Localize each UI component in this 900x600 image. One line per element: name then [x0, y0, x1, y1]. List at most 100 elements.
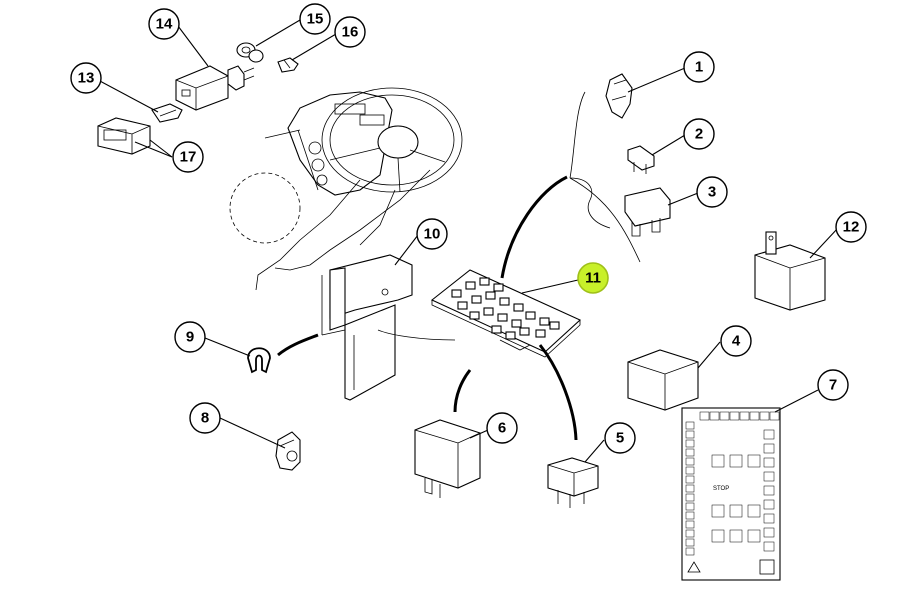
callout-8: 8 — [189, 402, 221, 434]
card-symbol-cell — [729, 504, 743, 518]
dashboard-assembly — [229, 87, 463, 291]
board-relay — [493, 283, 504, 292]
board-relay — [465, 281, 476, 290]
card-grid-cell — [685, 439, 695, 448]
card-grid-cell — [763, 541, 775, 552]
board-relay — [469, 311, 480, 320]
callout-2-label: 2 — [695, 126, 703, 143]
board-relay — [497, 313, 508, 322]
board-relay — [471, 295, 482, 304]
card-grid-cell — [763, 485, 775, 496]
switch-block-17-drawing — [97, 117, 151, 155]
callout-16: 16 — [334, 16, 366, 48]
callout-9: 9 — [174, 321, 206, 353]
callout-8-label: 8 — [201, 410, 209, 427]
clip-9-drawing — [247, 347, 271, 374]
card-grid-cell — [763, 457, 775, 468]
callout-6: 6 — [486, 412, 518, 444]
connector-lines — [277, 91, 641, 441]
maxi-fuse-drawing — [624, 187, 671, 237]
mini-fuse-drawing — [627, 145, 655, 174]
callout-13: 13 — [70, 62, 102, 94]
board-relay — [525, 311, 536, 320]
knob-15-drawing — [236, 42, 264, 63]
callout-3: 3 — [696, 176, 728, 208]
fuse-puller-drawing — [605, 73, 633, 119]
board-relay — [451, 289, 462, 298]
card-stop-text: STOP — [713, 486, 729, 492]
callout-15-label: 15 — [307, 11, 324, 28]
relay-5-drawing — [547, 457, 599, 508]
callout-10: 10 — [416, 218, 448, 250]
callout-7-label: 7 — [829, 377, 837, 394]
card-grid-cell — [749, 411, 760, 421]
leader-lines — [97, 19, 839, 463]
bracket-10-drawing — [321, 254, 413, 401]
board-relay — [457, 301, 468, 310]
callout-5-label: 5 — [616, 430, 624, 447]
callout-13-label: 13 — [78, 70, 95, 87]
callout-14-label: 14 — [156, 16, 173, 33]
card-grid-cell — [685, 430, 695, 439]
card-symbol-cell — [711, 504, 725, 518]
callout-14: 14 — [148, 8, 180, 40]
card-grid-cell — [763, 527, 775, 538]
card-grid-cell — [759, 411, 770, 421]
card-symbol-cell — [711, 529, 725, 543]
callout-12-label: 12 — [843, 219, 860, 236]
board-relay — [549, 321, 560, 330]
card-grid-cell — [685, 538, 695, 547]
lighter-housing-14-drawing — [175, 65, 255, 111]
callout-6-label: 6 — [498, 420, 506, 437]
card-grid-cell — [685, 475, 695, 484]
board-relay — [539, 317, 550, 326]
callout-1: 1 — [683, 51, 715, 83]
fuse-label-card: STOP — [681, 407, 781, 581]
card-grid-cell — [685, 457, 695, 466]
connector-16-drawing — [277, 57, 299, 73]
card-symbol-cell — [747, 529, 761, 543]
card-grid-cell — [763, 429, 775, 440]
board-relay — [499, 297, 510, 306]
board-relay — [511, 319, 522, 328]
card-grid-cell — [719, 411, 730, 421]
card-grid-cell — [685, 547, 695, 556]
card-grid-cell — [685, 493, 695, 502]
callout-1-label: 1 — [695, 59, 703, 76]
card-grid-cell — [685, 520, 695, 529]
callout-12: 12 — [835, 211, 867, 243]
card-symbol-cell — [747, 504, 761, 518]
card-symbol-cell — [729, 454, 743, 468]
card-grid-cell — [763, 471, 775, 482]
board-relay — [513, 303, 524, 312]
board-relay — [479, 277, 490, 286]
card-grid-cell — [769, 411, 780, 421]
callout-15: 15 — [299, 3, 331, 35]
relay-12-drawing — [754, 231, 826, 311]
board-relay — [485, 291, 496, 300]
card-grid-cell — [685, 448, 695, 457]
callout-11: 11 — [577, 262, 609, 294]
callout-17: 17 — [172, 141, 204, 173]
callout-11-label: 11 — [585, 270, 601, 287]
board-relay — [535, 329, 546, 338]
callout-3-label: 3 — [708, 184, 716, 201]
card-grid-cell — [685, 529, 695, 538]
callout-16-label: 16 — [342, 24, 359, 41]
relay-board-drawing — [430, 269, 581, 358]
card-grid-cell — [763, 513, 775, 524]
box-4-drawing — [627, 349, 699, 411]
callout-4: 4 — [720, 325, 752, 357]
card-grid-cell — [709, 411, 720, 421]
relay-6-drawing — [414, 419, 481, 498]
card-grid-cell — [685, 502, 695, 511]
card-grid-cell — [739, 411, 750, 421]
card-grid-cell — [763, 499, 775, 510]
card-grid-cell — [685, 511, 695, 520]
card-symbol-cell — [711, 454, 725, 468]
callout-4-label: 4 — [732, 333, 741, 350]
clip-8-drawing — [275, 431, 301, 471]
callout-2: 2 — [683, 118, 715, 150]
board-relay — [505, 331, 516, 340]
card-grid-cell — [685, 466, 695, 475]
